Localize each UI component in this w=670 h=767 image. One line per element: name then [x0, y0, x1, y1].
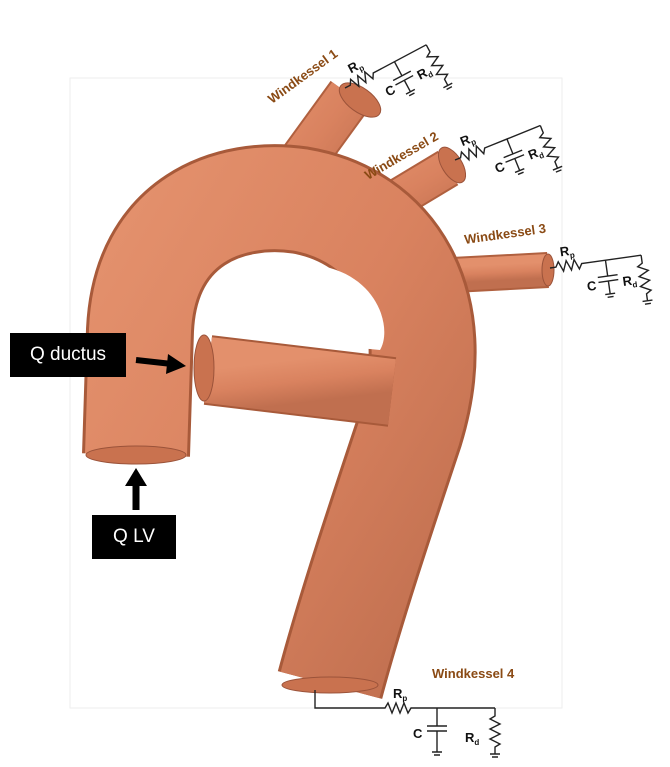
windkessel-4-rp: Rp [393, 686, 407, 703]
outlet-opening [282, 677, 378, 693]
windkessel-4-circuit [315, 690, 500, 757]
windkessel-4-rd: Rd [465, 730, 479, 747]
windkessel-2-circuit [453, 119, 563, 205]
windkessel-3-rp: Rp [559, 243, 576, 262]
inlet-opening [86, 446, 186, 464]
branch-3-opening [542, 254, 554, 286]
windkessel-2-rd: Rd [526, 143, 546, 164]
q-lv-label: Q LV [92, 515, 176, 559]
windkessel-3-label: Windkessel 3 [463, 221, 547, 247]
windkessel-2-rp: Rp [458, 130, 478, 151]
q-ductus-label: Q ductus [10, 333, 126, 377]
windkessel-1-rp: Rp [345, 56, 366, 78]
windkessel-4-c: C [413, 726, 423, 741]
lv-arrow [125, 468, 147, 510]
windkessel-3-circuit [549, 250, 653, 317]
windkessel-3-c: C [586, 278, 598, 294]
windkessel-4-label: Windkessel 4 [432, 666, 515, 681]
windkessel-3-rd: Rd [622, 272, 639, 291]
windkessel-2-c: C [493, 158, 508, 176]
ductus-opening [194, 335, 214, 401]
